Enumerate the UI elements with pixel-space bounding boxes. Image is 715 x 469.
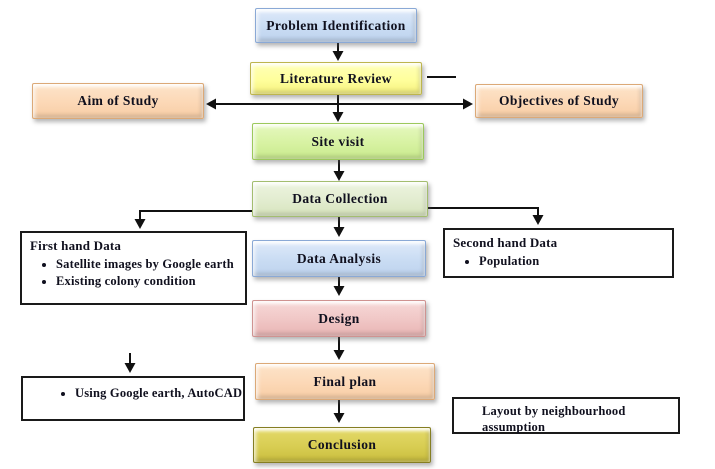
arrow-sitevisit-to-datacollection	[333, 160, 345, 181]
node-literature-review: Literature Review	[250, 62, 422, 95]
layout-note-box: Layout by neighbourhood assumption	[452, 397, 680, 434]
node-problem-identification: Problem Identification	[255, 8, 417, 43]
node-aim-of-study: Aim of Study	[32, 83, 204, 119]
node-conclusion: Conclusion	[253, 427, 431, 463]
double-arrow-aim-objectives	[206, 98, 473, 110]
node-data-analysis: Data Analysis	[252, 240, 426, 277]
arrow-literature-to-sitevisit	[332, 95, 344, 122]
list-item: Population	[479, 254, 672, 270]
arrow-into-tools-box	[124, 353, 136, 373]
list-item: Existing colony condition	[56, 274, 245, 290]
second-hand-data-box: Second hand Data Population	[443, 228, 674, 278]
arrow-dataanalysis-to-design	[333, 277, 345, 296]
arrow-datacollection-to-dataanalysis	[333, 217, 345, 237]
list-item: Using Google earth, AutoCAD	[75, 386, 243, 402]
arrow-problem-to-literature	[332, 43, 344, 61]
arrow-datacollection-to-firsthand	[134, 210, 252, 229]
first-hand-data-list: Satellite images by Google earth Existin…	[22, 257, 245, 289]
second-hand-data-list: Population	[445, 254, 672, 270]
arrow-finalplan-to-conclusion	[333, 400, 345, 423]
node-final-plan: Final plan	[255, 363, 435, 400]
node-design: Design	[252, 300, 426, 337]
list-item: Satellite images by Google earth	[56, 257, 245, 273]
tools-list: Using Google earth, AutoCAD	[23, 386, 243, 402]
first-hand-data-title: First hand Data	[30, 238, 122, 253]
second-hand-data-title: Second hand Data	[453, 235, 558, 250]
arrow-datacollection-to-secondhand	[428, 207, 544, 225]
node-site-visit: Site visit	[252, 123, 424, 160]
first-hand-data-box: First hand Data Satellite images by Goog…	[20, 231, 247, 305]
node-objectives-of-study: Objectives of Study	[475, 84, 643, 118]
arrow-design-to-finalplan	[333, 337, 345, 360]
layout-note-text: Layout by neighbourhood assumption	[482, 404, 626, 434]
tools-box: Using Google earth, AutoCAD	[21, 376, 245, 421]
node-data-collection: Data Collection	[252, 181, 428, 217]
